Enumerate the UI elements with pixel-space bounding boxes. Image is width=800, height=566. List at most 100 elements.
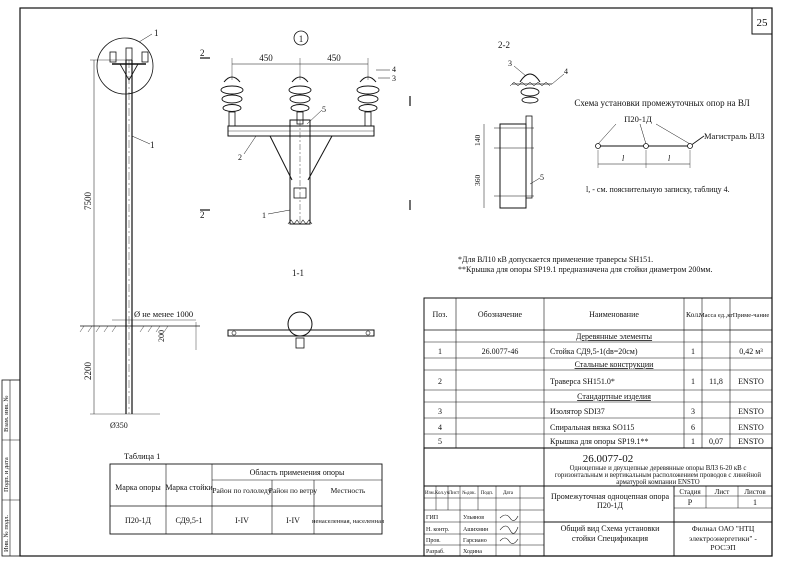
spec-h-des: Обозначение bbox=[478, 310, 523, 319]
table-1-cell-stand: СД9,5-1 bbox=[175, 516, 202, 525]
insulator-left bbox=[220, 76, 244, 127]
spec-r2-pos: 2 bbox=[438, 377, 442, 386]
stamp-project-box: Одноцепные и двухцепные деревянные опоры… bbox=[554, 465, 762, 487]
signature-2 bbox=[499, 525, 519, 534]
callout-pole: 1 bbox=[150, 140, 155, 150]
view-marker-label: 1 bbox=[299, 34, 304, 44]
spec-r4-pos: 4 bbox=[438, 423, 442, 432]
scheme-title: Схема установки промежуточных опор на ВЛ bbox=[574, 98, 749, 108]
scheme-line-label: Магистраль ВЛЗ bbox=[704, 131, 765, 141]
spec-r4-qty: 6 bbox=[691, 423, 695, 432]
brace-left bbox=[269, 135, 293, 181]
spec-table: Поз. Обозначение Наименование Кол. Масса… bbox=[423, 297, 773, 449]
table-1-cell-mark: П20-1Д bbox=[125, 516, 151, 525]
spec-r2-mass: 11,8 bbox=[709, 377, 723, 386]
title-block: Изм. Кол.уч Лист №док. Подп. Дата ГИП Н.… bbox=[423, 447, 773, 557]
spec-group-wood: Деревянные элементы bbox=[576, 332, 653, 341]
drawing-title-1: Промежуточная одноцепная опора П20-1Д bbox=[550, 492, 670, 510]
org-box: Филиал ОАО "НТЦ электроэнергетики" - РОС… bbox=[689, 524, 757, 552]
callout-1: 1 bbox=[262, 211, 266, 220]
signature-3 bbox=[499, 537, 519, 544]
insulator-mini bbox=[109, 47, 149, 63]
dim-pole-depth: 2200 bbox=[83, 362, 93, 381]
spec-r2-note: ENSTO bbox=[738, 377, 764, 386]
stamp-code: 26.0077-02 bbox=[583, 453, 633, 465]
section-mark-bottom: 2 bbox=[200, 210, 205, 220]
stamp-project: Одноцепные и двухцепные деревянные опоры… bbox=[554, 465, 762, 487]
binding-label-1: Взам. инв. № bbox=[3, 395, 10, 432]
spec-r5-pos: 5 bbox=[438, 437, 442, 446]
organization: Филиал ОАО "НТЦ электроэнергетики" - РОС… bbox=[689, 524, 757, 552]
scheme-note: l, - см. пояснительную записку, таблицу … bbox=[586, 185, 730, 194]
section-1-1-label: 1-1 bbox=[292, 268, 304, 278]
dim-right-span: 450 bbox=[327, 53, 341, 63]
spec-r1-qty: 1 bbox=[691, 347, 695, 356]
note-1: *Для ВЛ10 кВ допускается применение трав… bbox=[458, 255, 653, 264]
dim-left-span: 450 bbox=[259, 53, 273, 63]
name-norm: Ашихмин bbox=[463, 527, 489, 533]
table-1-h-ice: Район по гололеду bbox=[212, 486, 272, 495]
spec-r1-pos: 1 bbox=[438, 347, 442, 356]
callout-3: 3 bbox=[392, 74, 396, 83]
spec-r3-pos: 3 bbox=[438, 407, 442, 416]
spec-r1-name: Стойка СД9,5-1(dв=20см) bbox=[550, 347, 638, 356]
section-traverse bbox=[525, 115, 533, 199]
role-gip: ГИП bbox=[426, 515, 439, 521]
table-1-caption: Таблица 1 bbox=[124, 451, 160, 461]
name-check: Гарсиано bbox=[463, 538, 487, 544]
brace-right bbox=[307, 135, 333, 181]
scheme-span-1: l bbox=[622, 154, 625, 163]
sheet-header: Лист bbox=[715, 488, 730, 496]
callout-5: 5 bbox=[322, 105, 326, 114]
callout-4: 4 bbox=[392, 65, 396, 74]
view-marker bbox=[293, 30, 309, 46]
rev-col-1: Изм. bbox=[425, 491, 435, 496]
table-1-cell-wind: I-IV bbox=[286, 516, 300, 525]
dim-pole-height: 7500 bbox=[83, 192, 93, 211]
spec-r3-name: Изолятор SDI37 bbox=[550, 407, 605, 416]
spec-r5-qty: 1 bbox=[691, 437, 695, 446]
page-number: 25 bbox=[757, 17, 769, 29]
bracket bbox=[293, 187, 307, 199]
callout-top: 1 bbox=[154, 28, 159, 38]
section-crossarm bbox=[227, 329, 375, 337]
spec-r5-name: Крышка для опоры SP19.1** bbox=[550, 437, 648, 446]
name-gip: Ульянов bbox=[463, 515, 484, 521]
spec-r2-qty: 1 bbox=[691, 377, 695, 386]
rev-col-6: Дата bbox=[503, 491, 514, 496]
table-1-h-stand: Марка стойки bbox=[165, 483, 213, 492]
spec-r5-mass: 0,07 bbox=[709, 437, 723, 446]
name-dev: Ходина bbox=[463, 549, 482, 555]
note-2: **Крышка для опоры SP19.1 предназначена … bbox=[458, 265, 712, 274]
spec-h-mass: Масса ед.,кг bbox=[699, 312, 734, 319]
rev-col-2: Кол.уч bbox=[435, 491, 450, 496]
spec-r4-note: ENSTO bbox=[738, 423, 764, 432]
insulator-right bbox=[356, 76, 380, 127]
role-check: Пров. bbox=[426, 538, 441, 544]
section-callout-3: 3 bbox=[508, 59, 512, 68]
table-1-cell-terrain: ненаселенная, населенная bbox=[312, 518, 384, 525]
dim-diameter: Ø350 bbox=[110, 421, 128, 430]
section-2-2-label: 2-2 bbox=[498, 40, 510, 50]
spec-h-qty: Кол. bbox=[686, 310, 700, 319]
pole-general-view: 1 1 7500 Ø не менее 1000 200 2200 Ø350 bbox=[79, 28, 200, 430]
front-view: 1 450 450 bbox=[200, 30, 411, 225]
section-callout-4: 4 bbox=[564, 67, 568, 76]
spec-group-steel: Стальные конструкции bbox=[575, 360, 655, 369]
table-1: Таблица 1 Марка опоры Марка стойки Облас… bbox=[109, 451, 384, 535]
dim-140: 140 bbox=[473, 135, 482, 147]
dim-depth-top: 200 bbox=[157, 330, 166, 342]
scheme-span-2: l bbox=[668, 154, 671, 163]
section-pole-circle bbox=[287, 311, 313, 337]
table-1-cell-ice: I-IV bbox=[235, 516, 249, 525]
title-1-box: Промежуточная одноцепная опора П20-1Д bbox=[550, 492, 670, 510]
installation-scheme: Схема установки промежуточных опор на ВЛ… bbox=[574, 98, 764, 194]
binding-label-2: Подп. и дата bbox=[3, 457, 10, 492]
sheets-header: Листов bbox=[744, 488, 766, 496]
table-1-h-wind: Район по ветру bbox=[269, 486, 318, 495]
dim-360: 360 bbox=[473, 175, 482, 187]
rev-col-5: Подп. bbox=[481, 491, 493, 496]
detail-circle bbox=[96, 37, 154, 95]
rev-col-4: №док. bbox=[462, 490, 476, 496]
